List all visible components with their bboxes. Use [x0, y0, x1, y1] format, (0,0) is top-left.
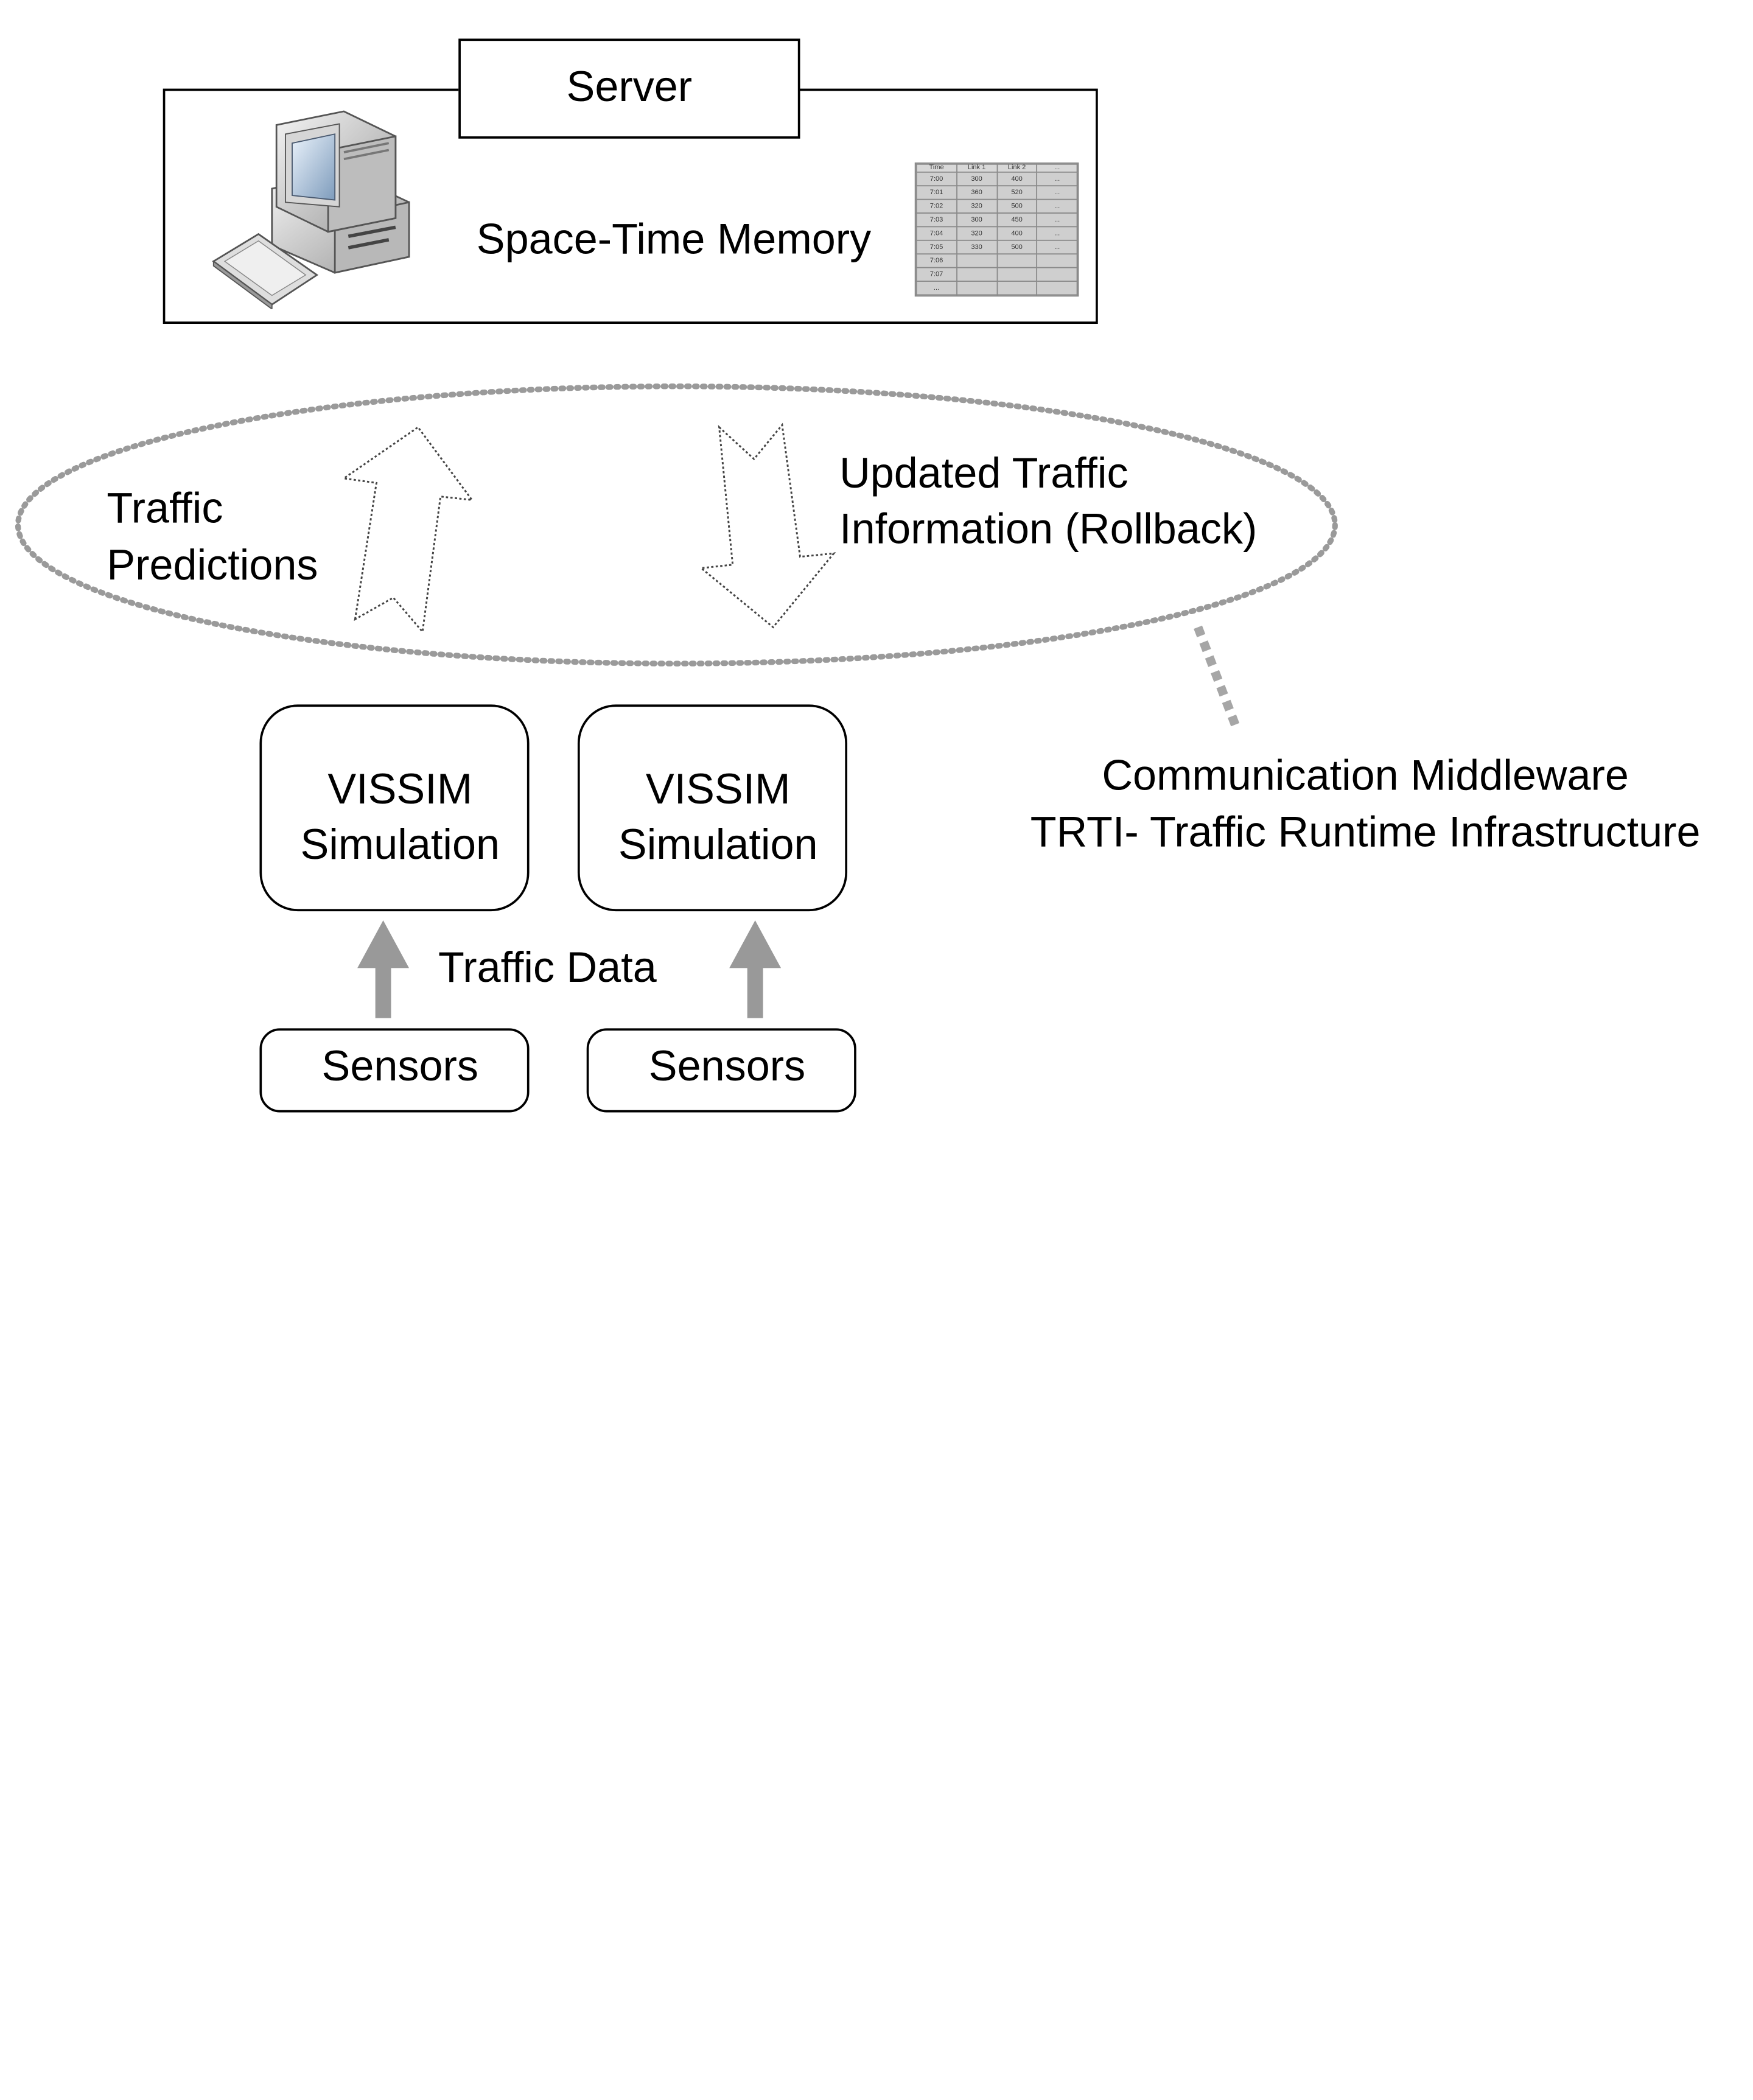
memory-table-cell: 450	[996, 212, 1038, 228]
server-title: Server	[566, 63, 693, 111]
sensors-box-2	[586, 1028, 856, 1113]
vissim-simulation-box-2	[577, 704, 848, 912]
memory-table-cell: 7:06	[915, 253, 957, 268]
updated-info-down-arrow	[699, 422, 836, 629]
memory-table-cell	[996, 267, 1038, 282]
memory-table-cell: ...	[1036, 198, 1078, 214]
traffic-predictions-label-line2: Predictions	[107, 542, 318, 590]
memory-table-cell: 320	[956, 226, 998, 241]
memory-table-cell: 360	[956, 185, 998, 200]
memory-table-cell: 7:05	[915, 239, 957, 255]
memory-table-header: Link 1	[956, 163, 998, 173]
traffic-predictions-label-line1: Traffic	[107, 485, 223, 533]
memory-table-cell	[956, 267, 998, 282]
memory-table-cell	[996, 281, 1038, 296]
vissim-simulation-2-line2: Simulation	[618, 821, 818, 870]
vissim-simulation-1-line1: VISSIM	[327, 766, 473, 814]
traffic-predictions-up-arrow	[341, 425, 474, 634]
memory-table-row: 7:07	[915, 267, 1078, 282]
vissim-simulation-box-1	[259, 704, 530, 912]
sensor-arrow-left	[357, 920, 410, 1018]
memory-table-cell: 7:00	[915, 171, 957, 187]
middleware-caption-line2: TRTI- Traffic Runtime Infrastructure	[1030, 809, 1701, 857]
updated-traffic-label-line1: Updated Traffic	[839, 450, 1128, 498]
memory-table-cell	[956, 253, 998, 268]
sensors-1-label: Sensors	[321, 1043, 478, 1091]
middleware-caption-line1: Communication Middleware	[1102, 752, 1629, 800]
memory-table-cell: ...	[1036, 212, 1078, 228]
sensor-arrow-right	[729, 920, 782, 1018]
updated-traffic-label-line2: Information (Rollback)	[839, 505, 1258, 554]
vissim-simulation-1-line2: Simulation	[300, 821, 500, 870]
memory-table-cell	[1036, 281, 1078, 296]
memory-table-row: ...	[915, 281, 1078, 296]
memory-table-cell: 7:07	[915, 267, 957, 282]
memory-table-cell	[996, 253, 1038, 268]
memory-table-cell: 520	[996, 185, 1038, 200]
memory-table-header: Link 2	[996, 163, 1038, 173]
traffic-data-label: Traffic Data	[438, 944, 657, 992]
memory-table-cell: 7:02	[915, 198, 957, 214]
memory-table-cell: 300	[956, 212, 998, 228]
sensors-2-label: Sensors	[648, 1043, 806, 1091]
computer-icon	[212, 110, 410, 309]
memory-table-cell: ...	[1036, 239, 1078, 255]
vissim-simulation-2-line1: VISSIM	[645, 766, 791, 814]
memory-table-cell: ...	[915, 281, 957, 296]
memory-table-header: ...	[1036, 163, 1078, 173]
memory-table-cell: 320	[956, 198, 998, 214]
server-title-box	[458, 38, 800, 139]
memory-table-cell	[1036, 253, 1078, 268]
memory-table-cell: 500	[996, 198, 1038, 214]
middleware-connector	[1194, 625, 1240, 729]
memory-table-cell: 500	[996, 239, 1038, 255]
memory-table-cell: 7:03	[915, 212, 957, 228]
memory-table-cell: 400	[996, 171, 1038, 187]
memory-table-cell: 7:01	[915, 185, 957, 200]
memory-table-header: Time	[915, 163, 957, 173]
memory-table-cell: 7:04	[915, 226, 957, 241]
memory-table-cell: ...	[1036, 185, 1078, 200]
memory-table-cell: ...	[1036, 171, 1078, 187]
memory-table-row: 7:06	[915, 253, 1078, 268]
space-time-memory-label: Space-Time Memory	[476, 215, 872, 264]
memory-table-cell	[956, 281, 998, 296]
middleware-ellipse	[15, 383, 1338, 667]
diagram-shapes	[15, 383, 1338, 1018]
memory-table-cell: 300	[956, 171, 998, 187]
memory-table-cell	[1036, 267, 1078, 282]
sensors-box-1	[259, 1028, 530, 1113]
memory-table-cell: 400	[996, 226, 1038, 241]
memory-table-cell: ...	[1036, 226, 1078, 241]
memory-table-cell: 330	[956, 239, 998, 255]
